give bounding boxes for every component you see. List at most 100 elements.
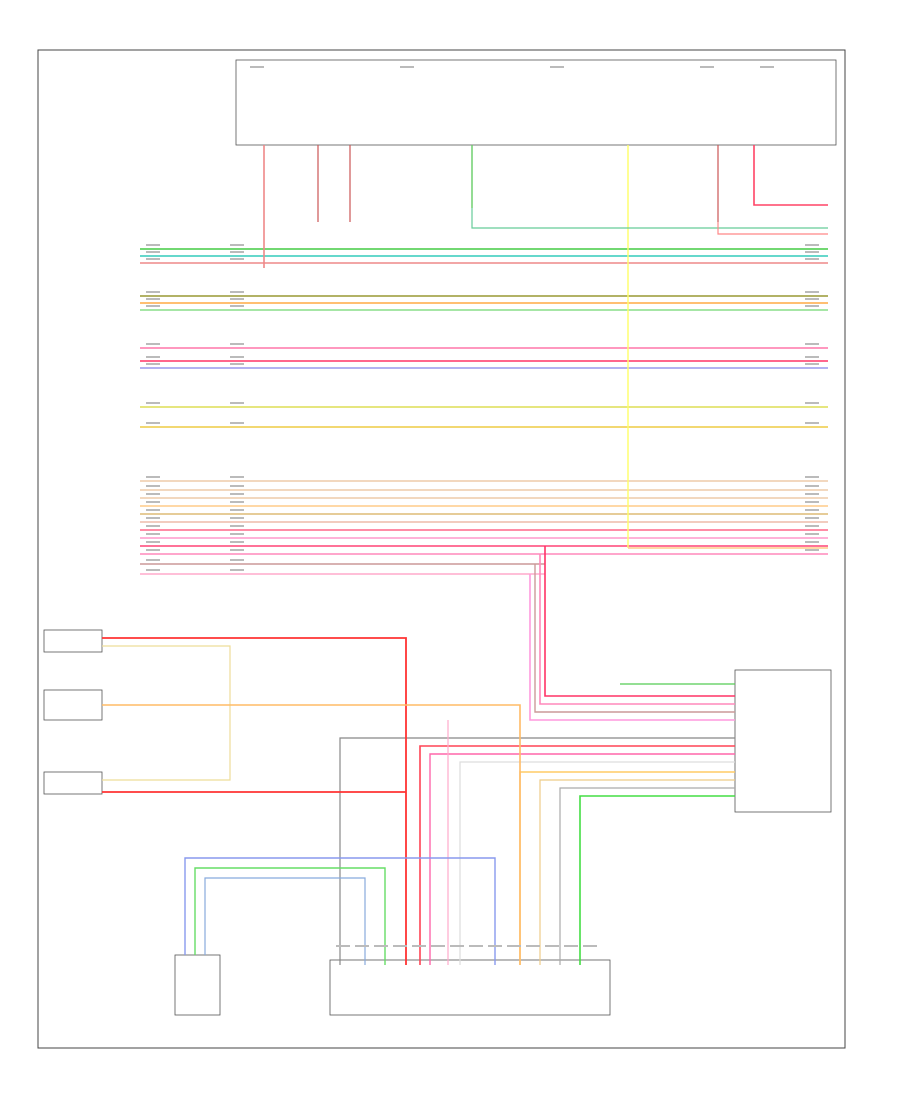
mid-pin-label-11 (230, 476, 244, 478)
sensor-box-1 (43, 629, 103, 653)
fuse-label-0 (250, 66, 264, 68)
mid-pin-label-20 (230, 549, 244, 551)
bottom-pin-6 (450, 945, 464, 947)
fuse-label-1 (400, 66, 414, 68)
mid-pin-label-9 (230, 402, 244, 404)
left-pin-label-8 (146, 363, 160, 365)
left-pin-label-1 (146, 251, 160, 253)
green-branch (471, 208, 828, 229)
mid-pin-label-7 (230, 356, 244, 358)
right-pin-label-6 (805, 343, 819, 345)
ecm-wire-2 (539, 554, 735, 705)
mid-pin-label-21 (230, 559, 244, 561)
mid-pin-label-8 (230, 363, 244, 365)
fuse-label-2 (550, 66, 564, 68)
bottom-pin-8 (488, 945, 502, 947)
mid-pin-label-2 (230, 258, 244, 260)
bottom-pin-9 (507, 945, 521, 947)
mid-pin-label-19 (230, 541, 244, 543)
bottom-pin-4 (412, 945, 426, 947)
bottom-wire-6 (539, 779, 735, 965)
bottom-wire-4 (459, 761, 735, 965)
mid-pin-label-18 (230, 533, 244, 535)
right-pin-label-2 (805, 258, 819, 260)
diagram-frame (37, 49, 846, 1049)
bottom-wire-5 (519, 771, 735, 965)
right-pin-label-13 (805, 493, 819, 495)
left-pin-label-18 (146, 533, 160, 535)
bottom-wire-2 (419, 745, 735, 965)
bottom-pin-12 (564, 945, 578, 947)
drop-fuse-7 (753, 145, 828, 206)
red-branch (717, 222, 828, 235)
left-pin-label-5 (146, 305, 160, 307)
mid-pin-label-1 (230, 251, 244, 253)
sensor-wire-tan (102, 645, 231, 781)
switch-wire-lightblue (204, 877, 366, 965)
bottom-pin-5 (431, 945, 445, 947)
right-module-box (734, 669, 832, 813)
bottom-pin-2 (374, 945, 388, 947)
mid-pin-label-22 (230, 569, 244, 571)
left-pin-label-10 (146, 422, 160, 424)
right-pin-label-11 (805, 476, 819, 478)
bottom-wire-7 (559, 787, 735, 965)
right-pin-label-14 (805, 501, 819, 503)
mid-pin-label-0 (230, 244, 244, 246)
fuse-label-4 (760, 66, 774, 68)
sensor-wire-red (102, 637, 407, 965)
sensor-box-2 (43, 689, 103, 721)
left-pin-label-17 (146, 525, 160, 527)
right-pin-label-20 (805, 549, 819, 551)
left-pin-label-16 (146, 517, 160, 519)
right-pin-label-4 (805, 298, 819, 300)
right-pin-label-3 (805, 291, 819, 293)
right-pin-label-18 (805, 533, 819, 535)
left-pin-label-22 (146, 569, 160, 571)
right-pin-label-9 (805, 402, 819, 404)
mid-pin-label-6 (230, 343, 244, 345)
bottom-wire-3 (429, 753, 735, 965)
mid-pin-label-13 (230, 493, 244, 495)
right-pin-label-5 (805, 305, 819, 307)
mid-pin-label-14 (230, 501, 244, 503)
left-pin-label-4 (146, 298, 160, 300)
bottom-pin-1 (355, 945, 369, 947)
right-pin-label-16 (805, 517, 819, 519)
bottom-pin-13 (583, 945, 597, 947)
left-pin-label-0 (146, 244, 160, 246)
bottom-pin-11 (545, 945, 559, 947)
left-pin-label-7 (146, 356, 160, 358)
sensor-box-3 (43, 771, 103, 795)
left-pin-label-20 (146, 549, 160, 551)
sensor-wire-orange (102, 704, 521, 965)
right-pin-label-12 (805, 485, 819, 487)
left-pin-label-9 (146, 402, 160, 404)
bottom-module-box (329, 959, 611, 1016)
mid-pin-label-17 (230, 525, 244, 527)
left-pin-label-12 (146, 485, 160, 487)
mid-pin-label-5 (230, 305, 244, 307)
bottom-pin-3 (393, 945, 407, 947)
left-pin-label-6 (146, 343, 160, 345)
left-pin-label-2 (146, 258, 160, 260)
left-pin-label-14 (146, 501, 160, 503)
left-pin-label-21 (146, 559, 160, 561)
switch-wire-blue (184, 857, 496, 965)
fuse-relay-box (235, 59, 837, 146)
right-pin-label-15 (805, 509, 819, 511)
fuse-label-3 (700, 66, 714, 68)
left-pin-label-15 (146, 509, 160, 511)
right-pin-label-17 (805, 525, 819, 527)
right-pin-label-7 (805, 356, 819, 358)
tick-group (146, 66, 819, 947)
mid-pin-label-15 (230, 509, 244, 511)
left-switch-box (174, 954, 221, 1016)
left-pin-label-13 (146, 493, 160, 495)
ecm-wire-3 (534, 564, 735, 713)
mid-pin-label-16 (230, 517, 244, 519)
mid-pin-label-3 (230, 291, 244, 293)
left-pin-label-3 (146, 291, 160, 293)
